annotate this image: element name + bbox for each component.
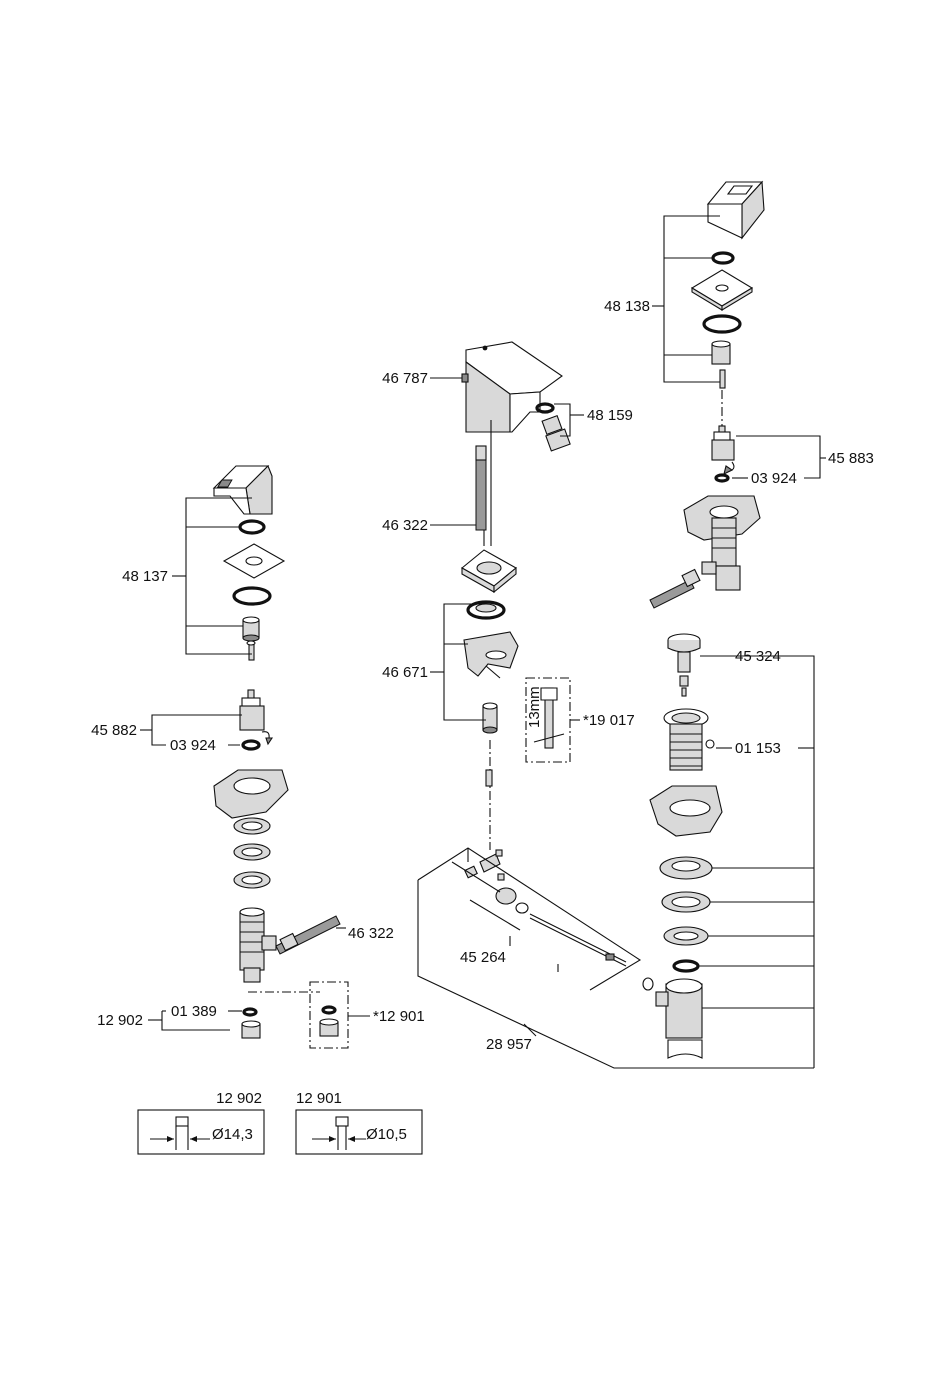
right-square-cover-plate	[692, 270, 752, 310]
drain-tailpiece	[656, 979, 702, 1058]
right-cartridge	[712, 426, 734, 474]
left-countertop-section	[214, 770, 288, 818]
callout-left-nut-alt: *12 901	[373, 1008, 425, 1025]
drain-assembly: 45 324 01 153	[650, 634, 814, 1068]
spout-body	[462, 342, 562, 432]
callout-spout-hose: 46 322	[382, 517, 428, 534]
callout-spout-mount-kit: 46 671	[382, 664, 428, 681]
spec-box-12902: 12 902 Ø14,3	[138, 1090, 264, 1154]
left-handle-screw	[247, 641, 255, 660]
wrench-box: 13mm	[526, 678, 570, 762]
right-handle-lever	[708, 182, 764, 238]
callout-spout: 46 787	[382, 370, 428, 387]
spout-mount-stud	[483, 703, 497, 733]
left-compression-nut	[242, 1021, 260, 1038]
left-handle-lever	[214, 466, 272, 514]
left-handle-assembly: 48 137 45 882 03 924	[91, 466, 425, 1048]
left-alt-nut-box	[310, 982, 348, 1048]
left-supply-hose	[276, 916, 340, 954]
callout-lift-rod-kit: 45 264	[460, 949, 506, 966]
spout-square-plate	[462, 550, 516, 592]
spec-box-diameter: Ø14,3	[212, 1126, 253, 1143]
drain-countertop-section	[650, 786, 722, 836]
callout-wrench: *19 017	[583, 712, 635, 729]
right-handle-screw	[720, 370, 725, 388]
callout-aerator: 48 159	[587, 407, 633, 424]
left-nut-washer	[244, 1009, 256, 1015]
spec-box-code: 12 902	[216, 1090, 262, 1107]
callout-left-nut-set: 12 902	[97, 1012, 143, 1029]
wrench-size-label: 13mm	[526, 686, 543, 728]
right-cartridge-o-ring	[716, 475, 728, 481]
drain-body	[664, 709, 714, 770]
callout-drain-body: 01 153	[735, 740, 781, 757]
callout-left-handle-kit: 48 137	[122, 568, 168, 585]
callout-right-handle-kit: 48 138	[604, 298, 650, 315]
callout-left-cartridge-o-ring: 03 924	[170, 737, 216, 754]
callout-right-cartridge: 45 883	[828, 450, 874, 467]
callout-left-cartridge: 45 882	[91, 722, 137, 739]
callout-right-cartridge-o-ring: 03 924	[751, 470, 797, 487]
left-handle-adapter	[243, 617, 259, 641]
spout-hoses	[476, 420, 491, 546]
callout-waste-kit: 28 957	[486, 1036, 532, 1053]
spout-mount-bracket	[464, 632, 518, 678]
lift-rod-top	[486, 770, 492, 786]
spec-box-12901: 12 901 Ø10,5	[296, 1090, 422, 1154]
spout-assembly: 46 787 48 159 46 322	[382, 342, 814, 1068]
callout-left-nut-washer: 01 389	[171, 1003, 217, 1020]
left-o-ring	[234, 588, 270, 604]
aerator-parts	[537, 404, 570, 451]
left-cartridge-o-ring	[243, 741, 259, 749]
spec-box-diameter: Ø10,5	[366, 1126, 407, 1143]
pop-up-plug	[668, 634, 700, 696]
right-handle-assembly: 48 138 45 883 03 924	[604, 182, 874, 608]
left-handle-washer	[240, 521, 264, 533]
left-square-cover-plate	[224, 544, 284, 578]
right-handle-adapter	[712, 341, 730, 364]
left-washers	[234, 818, 270, 888]
left-valve-body	[240, 908, 276, 982]
right-o-ring	[704, 316, 740, 332]
right-handle-washer	[713, 253, 733, 263]
right-supply-hose	[650, 570, 700, 608]
callout-left-supply-hose: 46 322	[348, 925, 394, 942]
spec-box-code: 12 901	[296, 1090, 342, 1107]
left-cartridge	[240, 690, 272, 744]
drain-washers	[660, 857, 712, 971]
